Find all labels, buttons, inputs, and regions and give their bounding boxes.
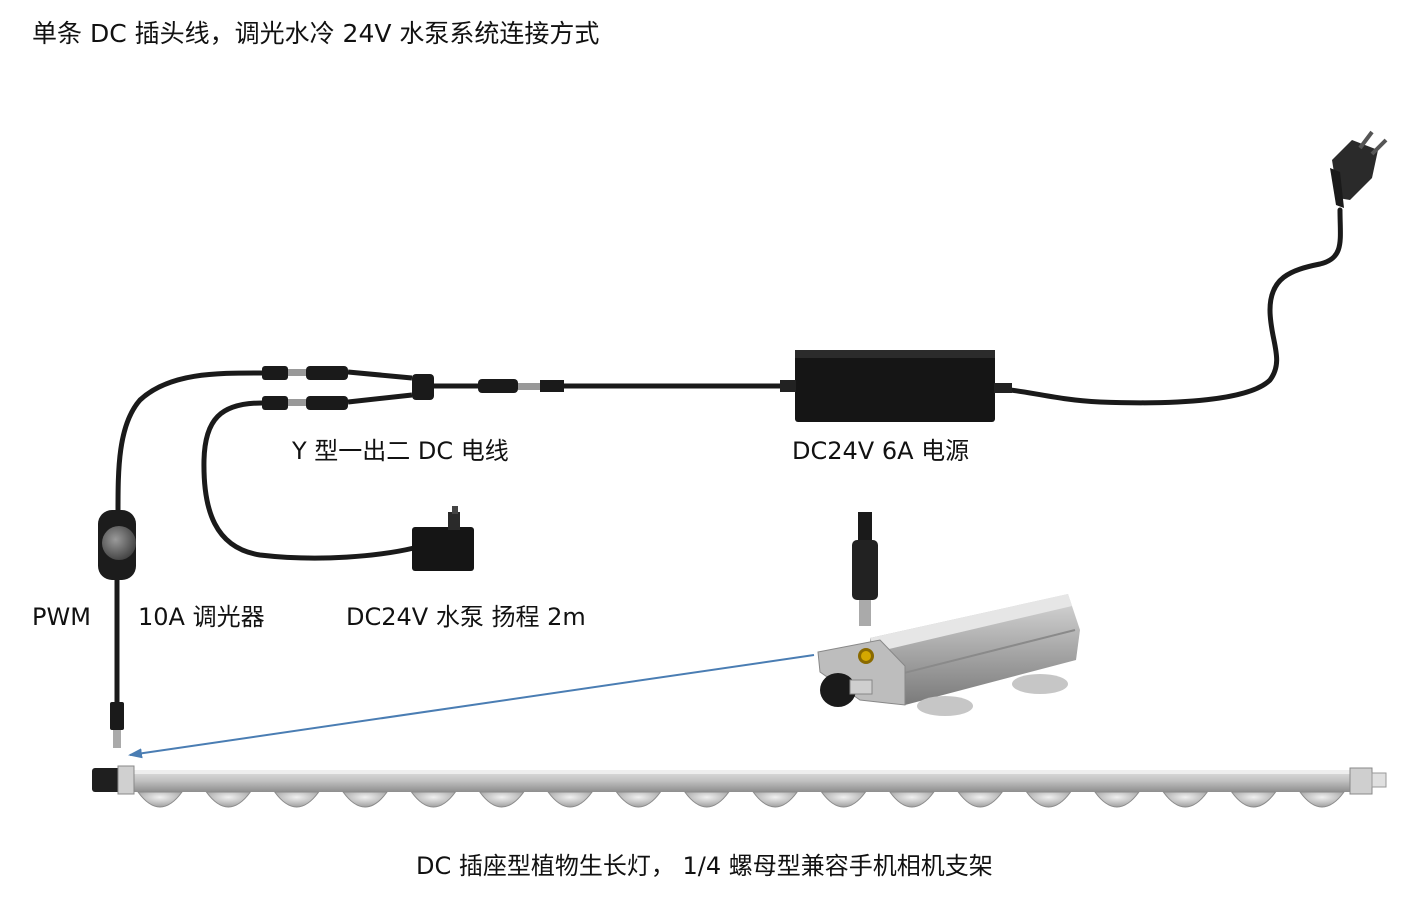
led-module	[1230, 791, 1277, 808]
led-module	[410, 791, 457, 808]
pointer-arrow	[128, 654, 815, 759]
dc-male-pin	[518, 383, 540, 390]
led-module	[273, 791, 320, 808]
splitter-label: Y 型一出二 DC 电线	[292, 437, 509, 465]
dc-plug-icon	[852, 512, 878, 626]
pwm-dimmer	[98, 370, 263, 748]
led-module	[1025, 791, 1072, 808]
power-plug-icon	[1330, 130, 1388, 208]
led-module	[137, 791, 183, 808]
dc-female-connector	[540, 380, 564, 392]
led-module	[615, 791, 662, 808]
led-bar-icon	[92, 765, 1387, 795]
led-module	[683, 791, 730, 808]
dimmer-knob-icon	[98, 510, 136, 580]
led-module	[957, 791, 1004, 808]
led-module	[547, 791, 594, 808]
page-title: 单条 DC 插头线，调光水冷 24V 水泵系统连接方式	[32, 19, 600, 48]
led-module	[1162, 791, 1209, 808]
led-module	[205, 791, 252, 808]
led-grow-bar	[92, 765, 1387, 808]
power-supply-label: DC24V 6A 电源	[792, 437, 970, 465]
power-supply	[780, 350, 1012, 422]
led-module	[1093, 791, 1140, 808]
lamp-end-detail	[817, 594, 1080, 716]
power-adapter-icon	[780, 350, 1012, 422]
led-module	[478, 791, 525, 808]
pump-label: DC24V 水泵 扬程 2m	[346, 603, 586, 631]
connector-detail-icon	[817, 594, 1080, 716]
led-module	[342, 791, 389, 808]
y-splitter-cable	[262, 366, 780, 410]
y-cable-icon	[412, 374, 434, 400]
water-pump	[201, 400, 474, 571]
led-module	[1299, 791, 1345, 808]
led-module	[752, 791, 799, 808]
led-module	[820, 791, 867, 808]
pwm-label: PWM	[32, 603, 91, 631]
led-modules	[137, 791, 1345, 808]
dc-plug	[852, 512, 878, 626]
ac-wall-plug	[1007, 130, 1388, 406]
dimmer-label: 10A 调光器	[138, 603, 265, 631]
led-module	[888, 791, 935, 808]
pump-icon	[412, 506, 474, 571]
grow-light-label: DC 插座型植物生长灯， 1/4 螺母型兼容手机相机支架	[416, 852, 993, 880]
